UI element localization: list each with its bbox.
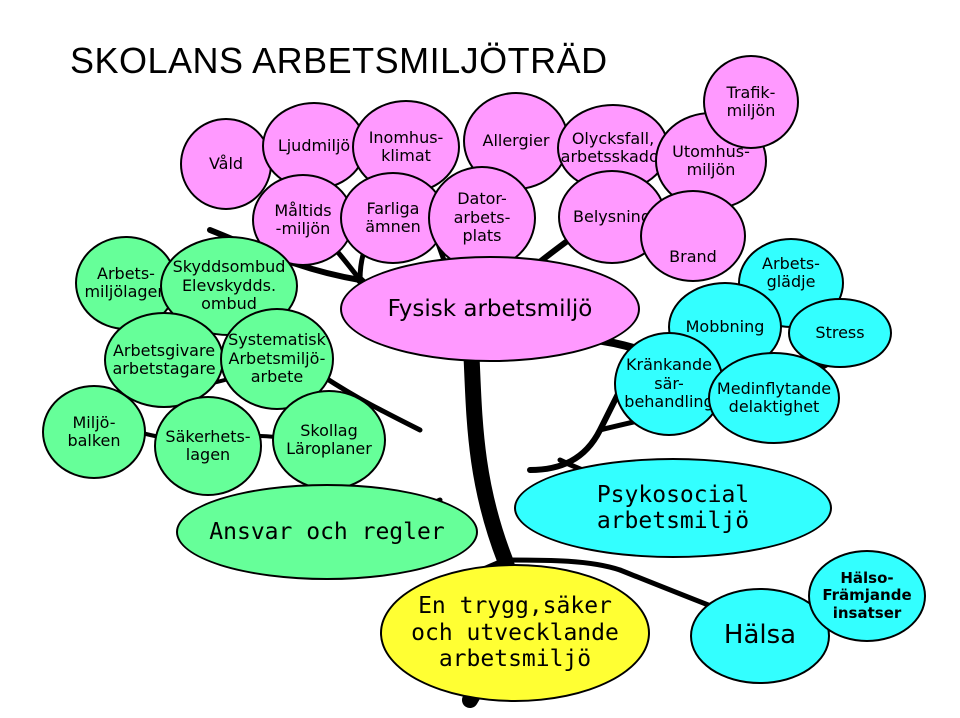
node-miljobalken: Miljö- balken xyxy=(42,385,146,479)
page-title: SKOLANS ARBETSMILJÖTRÄD xyxy=(70,40,608,81)
node-skyddsombud: Skyddsombud Elevskydds. ombud xyxy=(160,236,298,336)
node-maltidsmiljon: Måltids -miljön xyxy=(252,174,354,266)
node-fysisk-arbetsmiljo: Fysisk arbetsmiljö xyxy=(340,256,640,362)
node-halsofrämjande: Hälso- Främjande insatser xyxy=(808,550,926,642)
node-skollag: Skollag Läroplaner xyxy=(272,390,386,490)
node-olycksfall: Olycksfall, arbetsskador xyxy=(557,104,669,192)
node-halsa: Hälsa xyxy=(690,588,830,684)
node-stress: Stress xyxy=(788,298,892,368)
node-sakerhetslagen: Säkerhets- lagen xyxy=(154,396,262,496)
node-psykosocial-arbetsmiljo: Psykosocial arbetsmiljö xyxy=(514,458,832,558)
node-vald: Våld xyxy=(180,118,272,210)
node-datorarbetsplats: Dator- arbets- plats xyxy=(428,166,536,270)
node-ljudmiljo: Ljudmiljö xyxy=(262,102,366,190)
node-brand: Brand xyxy=(640,190,746,282)
node-krankande: Kränkande sär- behandling xyxy=(614,332,724,436)
node-ansvar-och-regler: Ansvar och regler xyxy=(176,484,478,580)
node-farliga-amnen: Farliga ämnen xyxy=(340,172,446,264)
node-trafikmiljon: Trafik- miljön xyxy=(703,55,799,149)
node-arbetsgivare: Arbetsgivare arbetstagare xyxy=(104,312,224,408)
node-en-trygg-arbetsmiljo: En trygg,säker och utvecklande arbetsmil… xyxy=(380,564,650,702)
node-medinflytande: Medinflytande delaktighet xyxy=(708,352,840,444)
